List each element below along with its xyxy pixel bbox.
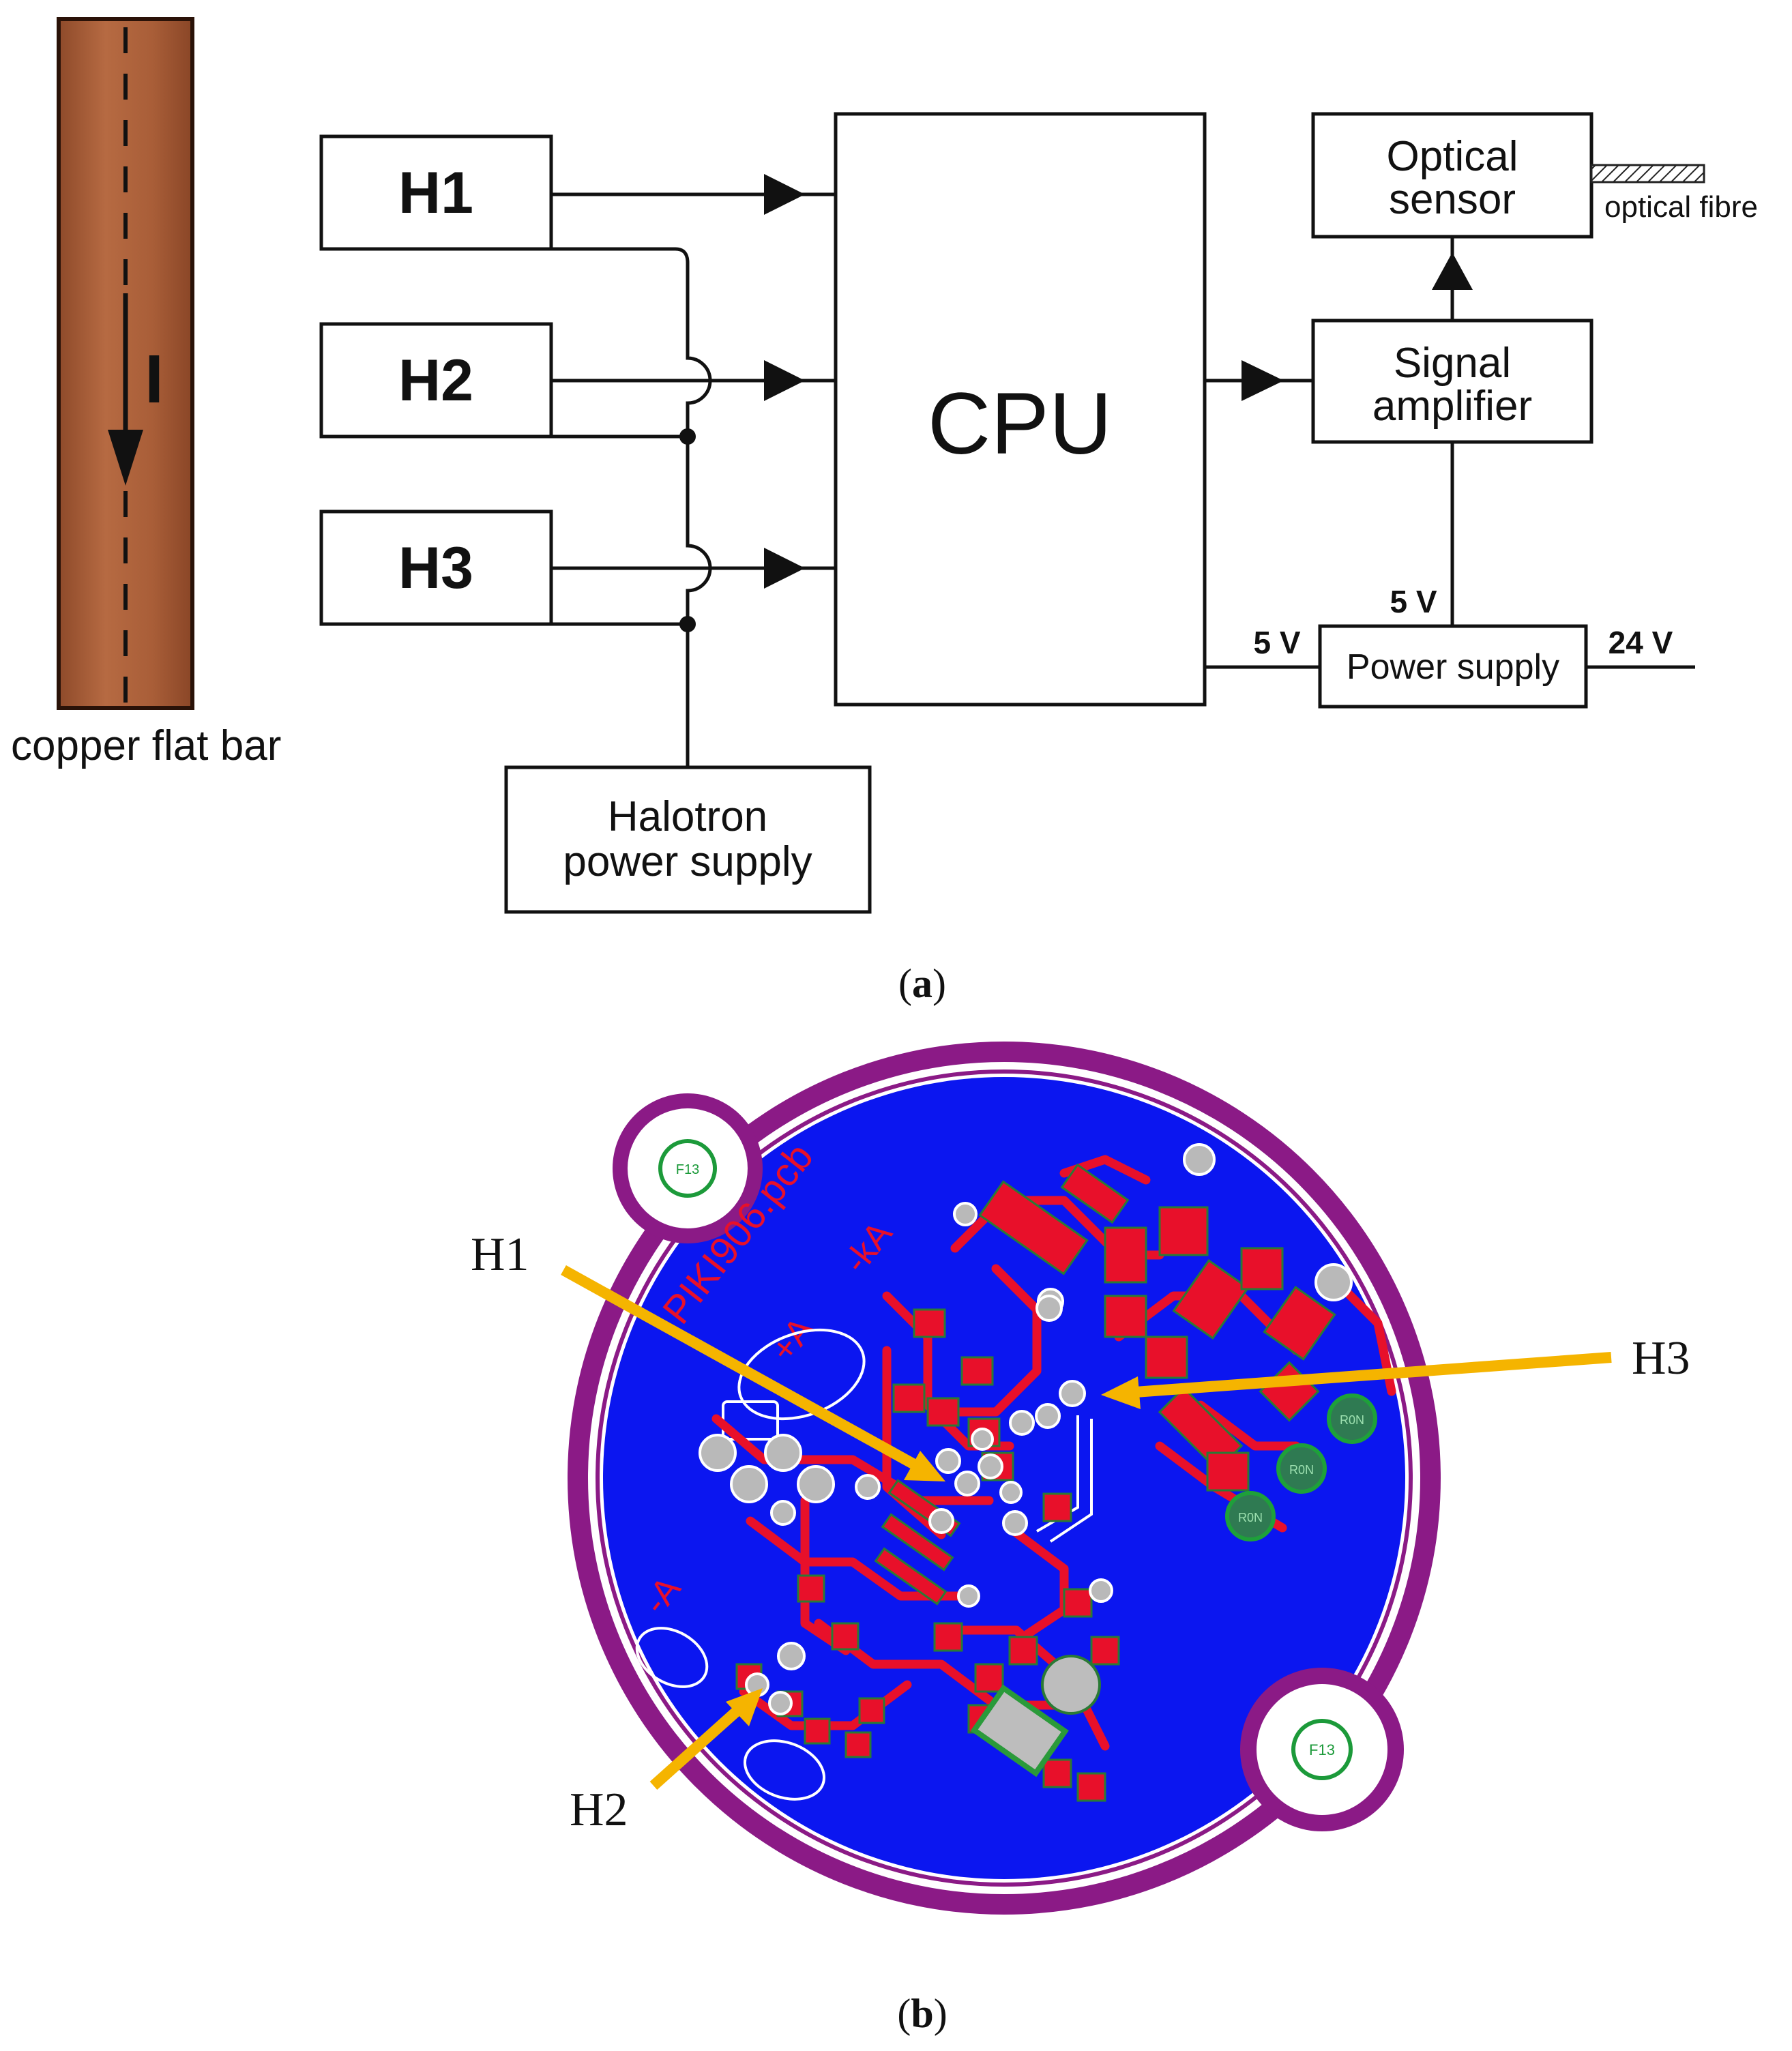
voltage-cpu-feed: 5 V — [1253, 625, 1300, 660]
halotron-supply-label-line1: Halotron — [608, 793, 767, 840]
silkscreen-outlines — [635, 1328, 1093, 1801]
sensor-block-h1: H1 — [319, 134, 553, 251]
pcb-board: F13 F13 PIKI906.pcb +A -kA -A — [568, 1042, 1441, 1915]
callout-arrow-h3 — [1125, 1352, 1612, 1398]
copper-bar-label: copper flat bar — [11, 722, 281, 769]
mount-hole-top-left: F13 — [613, 1093, 763, 1243]
current-arrow-head-icon — [108, 430, 143, 486]
voltage-input: 24 V — [1609, 625, 1673, 660]
pcb-inner-outline — [596, 1069, 1413, 1887]
signal-amplifier-block: Signal amplifier — [1311, 319, 1593, 444]
h2-arrow-icon — [764, 360, 805, 401]
optical-sensor-block: Optical sensor — [1311, 112, 1593, 239]
power-supply-block: Power supply — [1318, 624, 1588, 709]
panel-a-caption: (a) — [898, 961, 946, 1006]
optical-fibre: optical fibre — [1590, 164, 1758, 224]
sensor-block-h3: H3 — [319, 510, 553, 626]
callout-label-h2: H2 — [570, 1784, 628, 1836]
callout-arrows — [561, 1265, 1612, 1790]
component-footprint-round — [1041, 1655, 1101, 1715]
callout-label-h1: H1 — [471, 1228, 529, 1281]
callout-arrow-h2 — [649, 1700, 749, 1790]
sensor-block-h2: H2 — [319, 322, 553, 439]
power-supply-label: Power supply — [1347, 647, 1559, 687]
component-label: R0N — [1340, 1413, 1364, 1427]
copper-flat-bar: I — [57, 17, 194, 710]
h3-arrow-icon — [764, 548, 805, 589]
pcb-vias — [699, 1143, 1353, 1715]
h1-arrow-icon — [764, 174, 805, 215]
panel-a: I copper flat bar H1 H2 H3 — [11, 17, 1758, 1006]
sensor-block-h1-label: H1 — [398, 160, 473, 226]
halotron-supply-label-line2: power supply — [563, 838, 812, 885]
signal-amplifier-label-line1: Signal — [1394, 340, 1511, 387]
voltage-amplifier-feed: 5 V — [1390, 584, 1437, 619]
current-label: I — [145, 341, 164, 417]
optical-fibre-label: optical fibre — [1604, 190, 1758, 224]
optical-sensor-label-line2: sensor — [1389, 176, 1516, 223]
callout-label-h3: H3 — [1632, 1332, 1690, 1385]
callout-arrow-h3-head-icon — [1101, 1376, 1141, 1409]
sensor-signal-wires — [551, 174, 836, 589]
cpu-label: CPU — [928, 375, 1112, 473]
callout-arrow-h1 — [561, 1265, 930, 1477]
optical-fibre-hatch — [1590, 164, 1705, 183]
halotron-power-bus — [551, 247, 712, 767]
cpu-output-arrow-icon — [1242, 360, 1284, 401]
panel-b: F13 F13 PIKI906.pcb +A -kA -A — [471, 1042, 1690, 2036]
sensor-block-h2-label: H2 — [398, 348, 473, 413]
signal-amplifier-label-line2: amplifier — [1372, 383, 1532, 430]
callout-arrow-h2-head-icon — [726, 1688, 763, 1726]
amplifier-output-arrow-icon — [1432, 252, 1473, 290]
component-label: R0N — [1289, 1463, 1314, 1477]
round-components: R0N R0N R0N — [1225, 1393, 1377, 1541]
pcb-pads — [735, 1163, 1336, 1802]
mount-hole-label: F13 — [676, 1162, 699, 1177]
component-footprint — [970, 1684, 1069, 1777]
halotron-power-supply: Halotron power supply — [504, 765, 872, 914]
mount-hole-label: F13 — [1309, 1741, 1335, 1758]
callout-arrow-h1-head-icon — [904, 1451, 945, 1481]
cpu-block: CPU — [834, 112, 1207, 707]
sensor-block-h3-label: H3 — [398, 535, 473, 601]
panel-b-caption: (b) — [897, 1991, 947, 2036]
optical-sensor-label-line1: Optical — [1387, 133, 1518, 180]
component-label: R0N — [1238, 1511, 1263, 1524]
bus-junction-dot — [679, 616, 696, 632]
bus-junction-dot — [679, 428, 696, 445]
mount-hole-bottom-right: F13 — [1240, 1668, 1404, 1831]
